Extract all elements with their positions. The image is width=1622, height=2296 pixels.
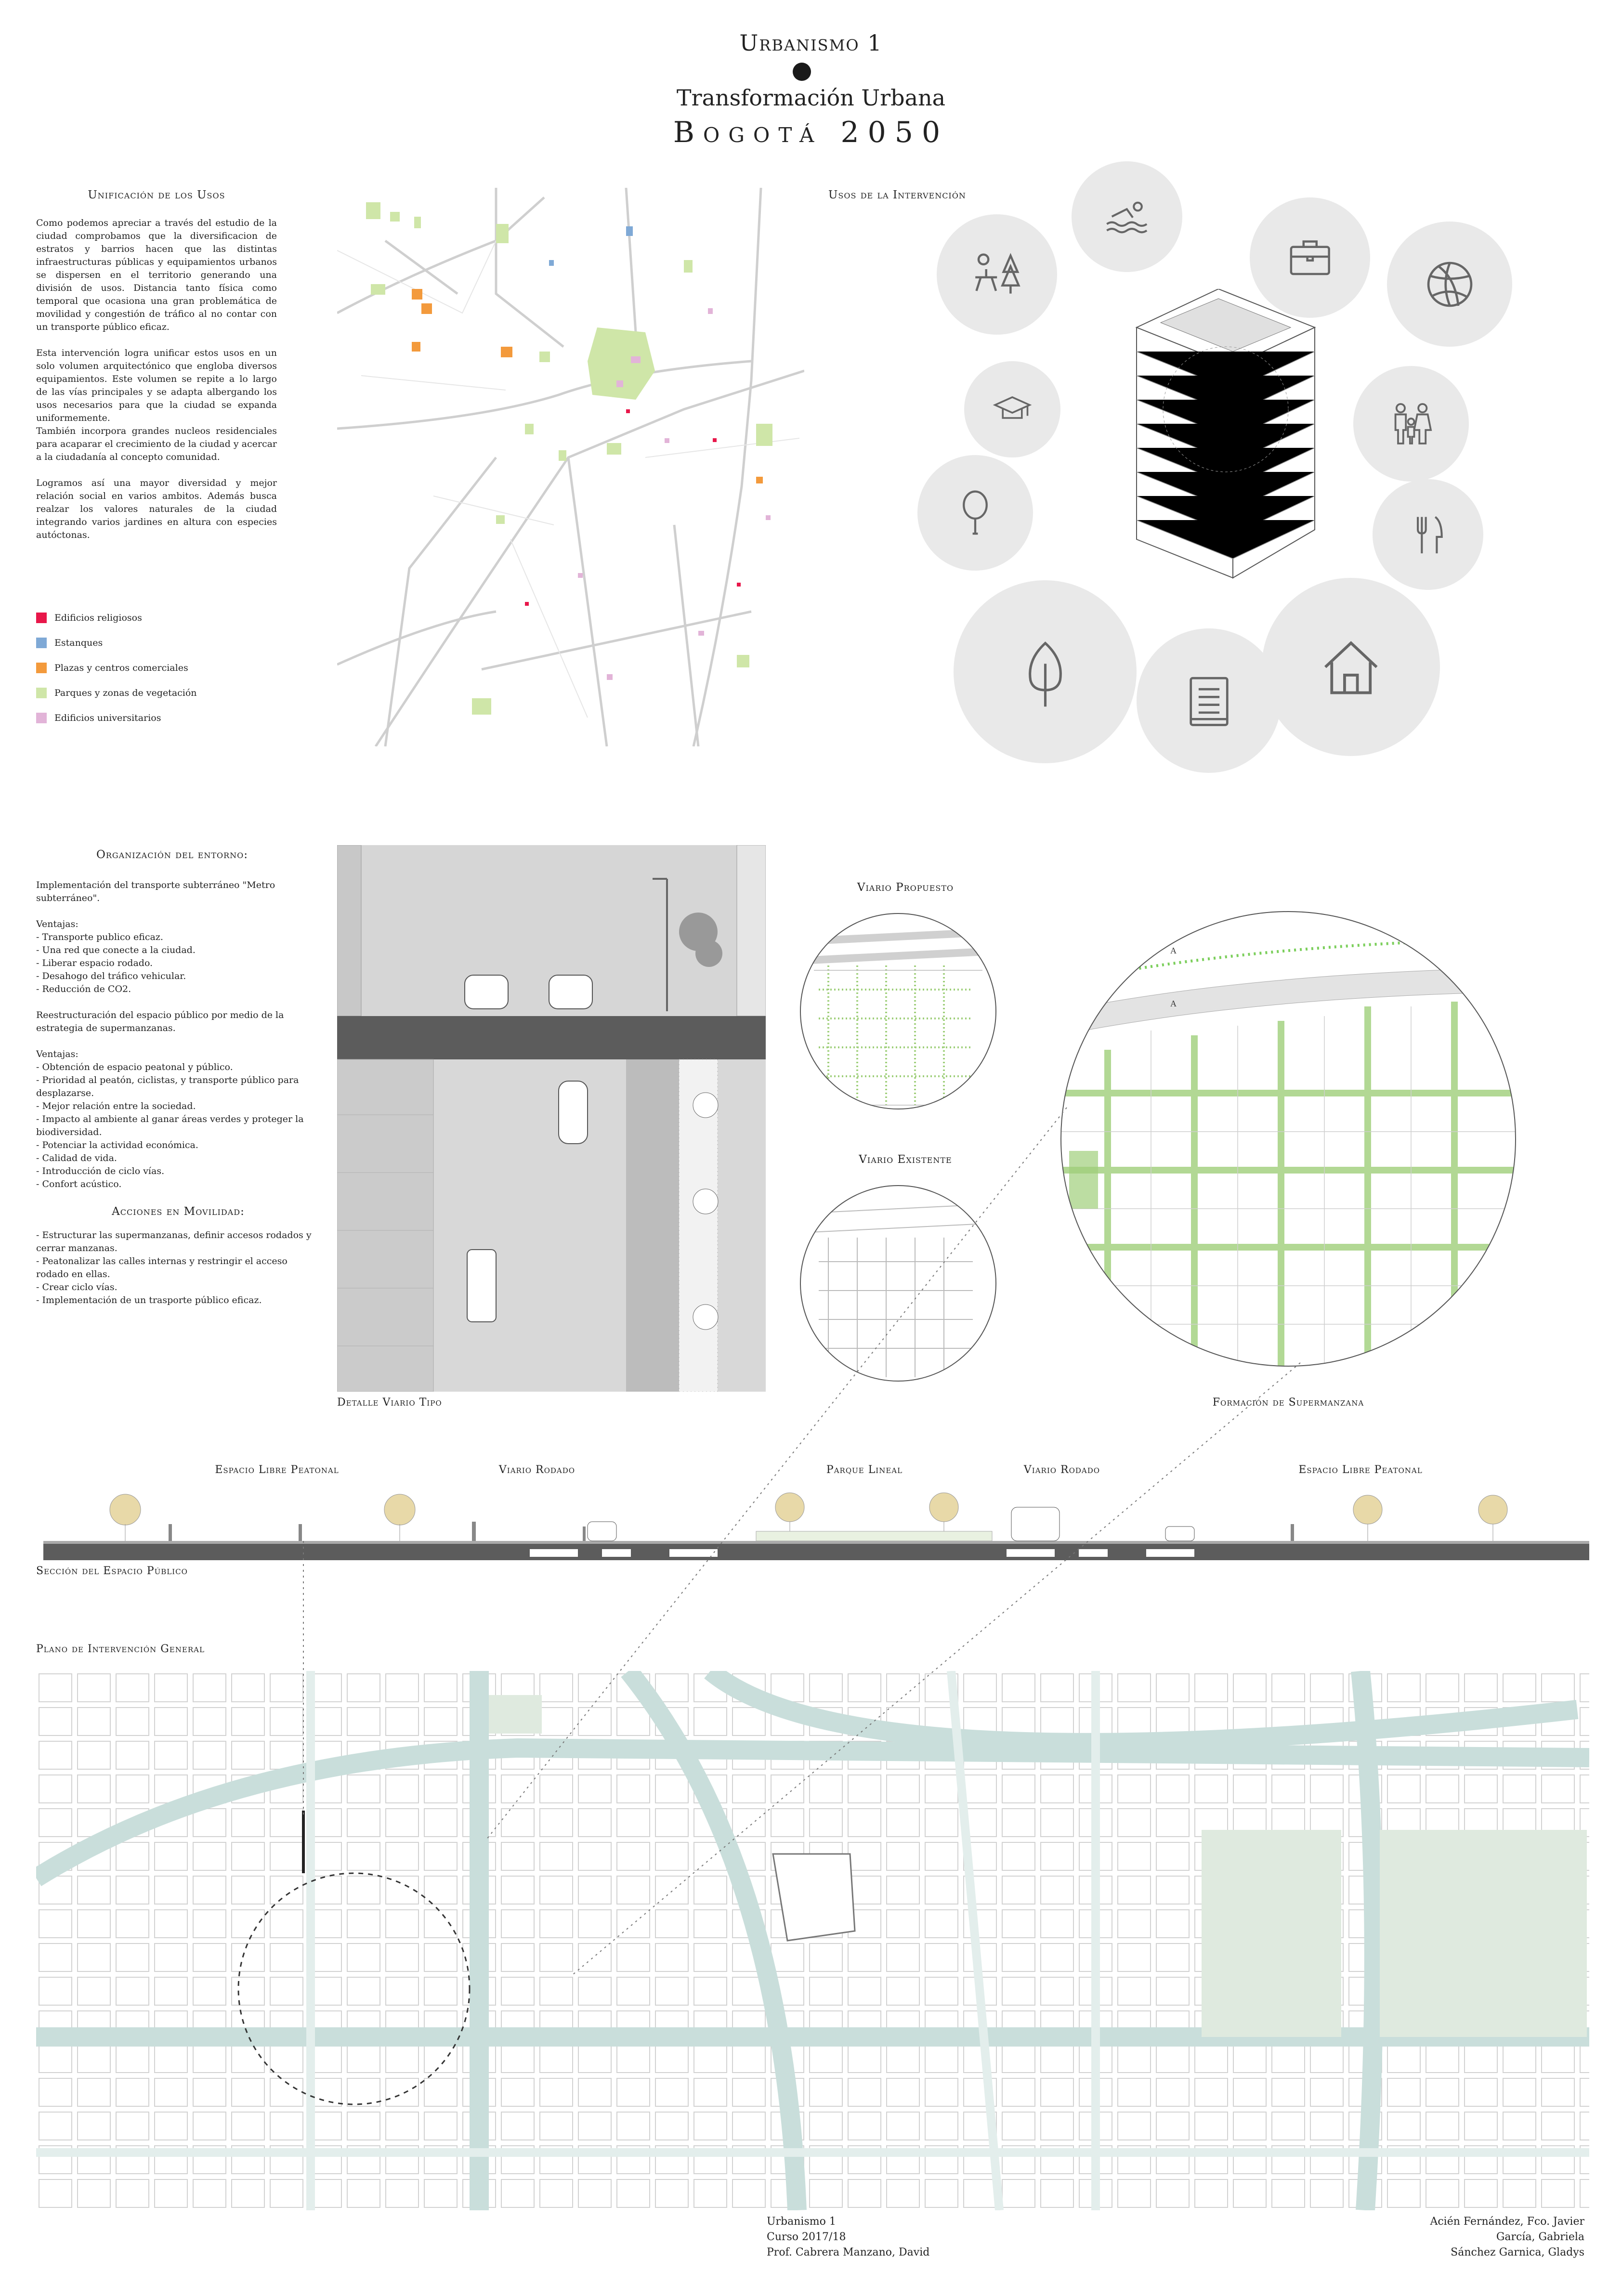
credit-line: Prof. Cabrera Manzano, David bbox=[767, 2246, 930, 2258]
section-label-peatonal-1: Espacio Libre Peatonal bbox=[215, 1464, 339, 1476]
street-detail-drawing bbox=[337, 845, 766, 1392]
legend-label: Plazas y centros comerciales bbox=[54, 663, 188, 673]
ventaja-item: - Confort acústico. bbox=[36, 1179, 122, 1189]
credits-right: Acién Fernández, Fco. Javier García, Gab… bbox=[1373, 2214, 1584, 2260]
legend-item-parques: Parques y zonas de vegetación bbox=[36, 688, 197, 698]
existente-label: Viario Existente bbox=[859, 1153, 952, 1166]
unificacion-p3: También incorpora grandes nucleos reside… bbox=[36, 426, 277, 462]
credit-line: Acién Fernández, Fco. Javier bbox=[1430, 2216, 1584, 2228]
section-label-rodado-2: Viario Rodado bbox=[1023, 1464, 1100, 1476]
ventaja-item: - Calidad de vida. bbox=[36, 1153, 117, 1163]
general-intervention-plan bbox=[36, 1671, 1589, 2210]
tower-axonometric bbox=[1135, 289, 1316, 579]
legend-label: Edificios universitarios bbox=[54, 713, 161, 723]
section-label-parque-lineal: Parque Lineal bbox=[826, 1464, 903, 1476]
organizacion-intro: Implementación del transporte subterráne… bbox=[36, 880, 275, 903]
unificacion-text: Como podemos apreciar a través del estud… bbox=[36, 217, 277, 542]
cutlery-icon bbox=[1373, 479, 1483, 590]
legend-swatch bbox=[36, 688, 47, 698]
ventaja-item: - Introducción de ciclo vías. bbox=[36, 1166, 165, 1176]
legend-label: Estanques bbox=[54, 638, 103, 648]
credit-line: García, Gabriela bbox=[1496, 2231, 1584, 2243]
ventaja-item: - Liberar espacio rodado. bbox=[36, 958, 153, 968]
ventaja-item: - Desahogo del tráfico vehicular. bbox=[36, 971, 186, 981]
section-label-rodado-1: Viario Rodado bbox=[498, 1464, 576, 1476]
ventaja-item: - Mejor relación entre la sociedad. bbox=[36, 1101, 196, 1111]
ventaja-item: - Impacto al ambiente al ganar áreas ver… bbox=[36, 1114, 304, 1137]
ventaja-item: - Potenciar la actividad económica. bbox=[36, 1140, 198, 1150]
seccion-label: Sección del Espacio Público bbox=[36, 1565, 188, 1577]
legend-label: Parques y zonas de vegetación bbox=[54, 688, 197, 698]
unificacion-heading: Unificación de los Usos bbox=[88, 189, 225, 201]
uses-map bbox=[337, 188, 804, 746]
accion-item: - Peatonalizar las calles internas y res… bbox=[36, 1256, 288, 1279]
proposed-road-circle bbox=[800, 913, 996, 1109]
legend-item-universitarios: Edificios universitarios bbox=[36, 713, 197, 723]
acciones-heading: Acciones en Movilidad: bbox=[112, 1205, 245, 1218]
ventaja-item: - Obtención de espacio peatonal y públic… bbox=[36, 1062, 233, 1072]
supermanzana-circle: A A bbox=[1060, 911, 1516, 1367]
graduation-cap-icon bbox=[964, 361, 1060, 457]
legend-swatch bbox=[36, 638, 47, 648]
credits-left: Urbanismo 1 Curso 2017/18 Prof. Cabrera … bbox=[767, 2214, 929, 2260]
restructuracion-text: Reestructuración del espacio público por… bbox=[36, 1010, 284, 1033]
ventaja-item: - Transporte publico eficaz. bbox=[36, 932, 163, 942]
picnic-icon bbox=[937, 214, 1057, 335]
legend-label: Edificios religiosos bbox=[54, 613, 142, 623]
house-icon bbox=[1262, 578, 1440, 756]
marker-a1: A bbox=[1170, 946, 1177, 955]
ventajas-title: Ventajas: bbox=[36, 1049, 78, 1059]
course-title: Urbanismo 1 bbox=[739, 30, 883, 56]
usos-heading: Usos de la Intervención bbox=[828, 189, 966, 201]
ventaja-item: - Una red que conecte a la ciudad. bbox=[36, 945, 196, 955]
project-subtitle: Transformación Urbana bbox=[676, 85, 946, 111]
legend-swatch bbox=[36, 663, 47, 673]
accion-item: - Crear ciclo vías. bbox=[36, 1282, 118, 1292]
title-dot bbox=[793, 63, 811, 81]
supermanzana-label: Formación de Supermanzana bbox=[1212, 1396, 1364, 1409]
credit-line: Curso 2017/18 bbox=[767, 2231, 846, 2243]
tree-icon bbox=[954, 580, 1137, 763]
family-icon bbox=[1353, 366, 1469, 482]
organizacion-heading: Organización del entorno: bbox=[96, 848, 249, 861]
city-title: Bogotá 2050 bbox=[673, 116, 949, 149]
marker-a2: A bbox=[1170, 999, 1177, 1008]
accion-item: - Estructurar las supermanzanas, definir… bbox=[36, 1230, 312, 1253]
unificacion-p2: Esta intervención logra unificar estos u… bbox=[36, 348, 277, 423]
detalle-label: Detalle Viario Tipo bbox=[337, 1396, 442, 1409]
legend-swatch bbox=[36, 613, 47, 623]
plano-label: Plano de Intervención General bbox=[36, 1643, 205, 1655]
basketball-icon bbox=[1387, 222, 1512, 347]
ventaja-item: - Reducción de CO2. bbox=[36, 984, 131, 994]
tennis-racket-icon bbox=[917, 455, 1033, 571]
uses-diagram bbox=[905, 161, 1531, 778]
unificacion-p4: Logramos así una mayor diversidad y mejo… bbox=[36, 478, 277, 540]
organizacion-text: Implementación del transporte subterráne… bbox=[36, 879, 320, 1307]
propuesto-label: Viario Propuesto bbox=[857, 881, 954, 894]
accion-item: - Implementación de un trasporte público… bbox=[36, 1295, 262, 1305]
book-icon bbox=[1137, 628, 1281, 773]
unificacion-p1: Como podemos apreciar a través del estud… bbox=[36, 218, 277, 332]
swimming-icon bbox=[1072, 161, 1182, 272]
credit-line: Sánchez Garnica, Gladys bbox=[1451, 2246, 1584, 2258]
section-label-peatonal-2: Espacio Libre Peatonal bbox=[1298, 1464, 1423, 1476]
ventajas-title: Ventajas: bbox=[36, 919, 78, 929]
public-space-section bbox=[43, 1492, 1589, 1560]
legend-swatch bbox=[36, 713, 47, 723]
credit-line: Urbanismo 1 bbox=[767, 2216, 836, 2228]
existing-road-circle bbox=[800, 1185, 996, 1382]
legend-item-religiosos: Edificios religiosos bbox=[36, 613, 197, 623]
legend-item-estanques: Estanques bbox=[36, 638, 197, 648]
briefcase-icon bbox=[1250, 197, 1370, 318]
legend-item-plazas: Plazas y centros comerciales bbox=[36, 663, 197, 673]
ventaja-item: - Prioridad al peatón, ciclistas, y tran… bbox=[36, 1075, 299, 1098]
uses-legend: Edificios religiosos Estanques Plazas y … bbox=[36, 613, 197, 738]
